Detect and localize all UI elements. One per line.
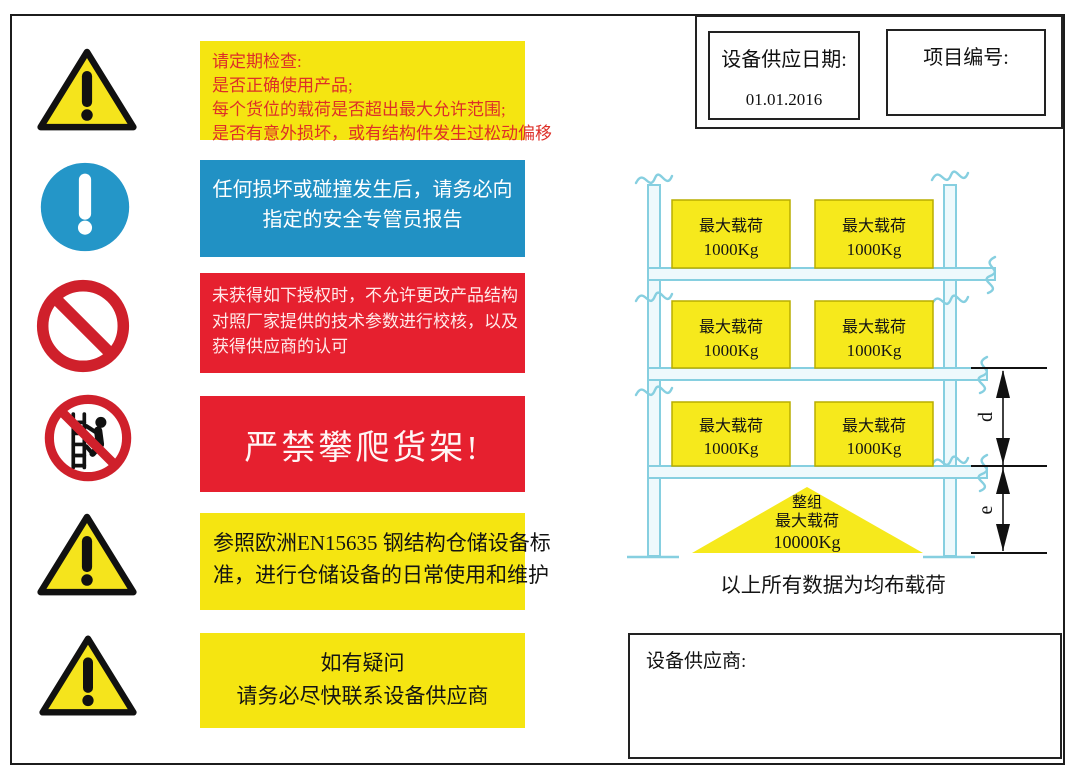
contact-notice: 如有疑问 请务必尽快联系设备供应商 [200, 633, 525, 728]
total-load-text: 最大载荷 [775, 512, 839, 530]
notice-line: 对照厂家提供的技术参数进行校核，以及 [212, 311, 518, 331]
warning-triangle-icon-2 [36, 509, 138, 601]
no-modify-notice: 未获得如下授权时，不允许更改产品结构 对照厂家提供的技术参数进行校核，以及 获得… [200, 273, 525, 373]
project-no-label: 项目编号: [923, 47, 1009, 69]
notice-line: 请务必尽快联系设备供应商 [236, 683, 489, 708]
bay-load-text: 最大载荷 [699, 417, 763, 435]
bay-load-text: 最大载荷 [699, 217, 763, 235]
bay-load-value: 1000Kg [704, 341, 759, 360]
supplier-box: 设备供应商: [628, 633, 1062, 759]
no-climb-text: 严禁攀爬货架! [244, 429, 481, 467]
notice-line: 请定期检查: [212, 52, 302, 71]
notice-line: 未获得如下授权时，不允许更改产品结构 [212, 286, 518, 305]
bay-load-value: 1000Kg [704, 240, 759, 259]
break-symbols [634, 170, 997, 493]
bay-load-text: 最大载荷 [842, 318, 906, 336]
rack-beam-top [647, 267, 996, 281]
bay-load-box [814, 199, 934, 269]
notice-line: 参照欧洲EN15635 钢结构仓储设备标 [213, 531, 551, 555]
rack-beam-bottom [647, 465, 988, 479]
supply-date-box: 设备供应日期: 01.01.2016 [708, 31, 860, 120]
notice-line: 是否有意外损坏，或有结构件发生过松动偏移 [212, 124, 552, 144]
bay-load-box [814, 300, 934, 369]
supply-date-value: 01.01.2016 [745, 90, 823, 109]
no-climb-notice: 严禁攀爬货架! [200, 396, 525, 492]
bay-load-text: 最大载荷 [699, 318, 763, 336]
bay-load-box [671, 300, 791, 369]
no-climbing-icon [42, 392, 134, 484]
supply-date-label: 设备供应日期: [721, 49, 847, 71]
rack-load-diagram: 最大载荷 1000Kg 最大载荷 1000Kg 最大载荷 1000Kg 最大载荷… [615, 155, 1070, 615]
mandatory-report-icon [38, 160, 132, 254]
total-load-triangle: 整组 最大载荷 10000Kg [692, 487, 923, 553]
dimension-label-d: d [975, 412, 997, 422]
warning-triangle-icon-3 [38, 630, 138, 722]
bay-load-value: 1000Kg [847, 240, 902, 259]
bay-load-value: 1000Kg [704, 439, 759, 458]
total-load-text: 整组 [792, 494, 822, 511]
notice-line: 准，进行仓储设备的日常使用和维护 [213, 562, 549, 587]
report-notice: 任何损坏或碰撞发生后，请务必向 指定的安全专管员报告 [200, 160, 525, 257]
project-no-box: 项目编号: [886, 29, 1046, 116]
notice-line: 如有疑问 [320, 651, 405, 675]
bay-load-box [814, 401, 934, 467]
inspect-notice: 请定期检查: 是否正确使用产品; 每个货位的载荷是否超出最大允许范围; 是否有意… [200, 41, 552, 143]
rack-caption: 以上所有数据为均布载荷 [720, 574, 946, 597]
dimension-arrows [996, 370, 1010, 551]
warning-triangle-icon [36, 44, 138, 136]
notice-line: 是否正确使用产品; [212, 76, 353, 96]
standard-notice: 参照欧洲EN15635 钢结构仓储设备标 准，进行仓储设备的日常使用和维护 [200, 513, 551, 610]
total-load-value: 10000Kg [774, 532, 841, 552]
bay-load-labels: 最大载荷 1000Kg 最大载荷 1000Kg 最大载荷 1000Kg 最大载荷… [671, 199, 934, 467]
supplier-label: 设备供应商: [646, 651, 747, 672]
prohibition-icon [35, 278, 131, 374]
dimension-label-e: e [975, 505, 997, 514]
notice-line: 任何损坏或碰撞发生后，请务必向 [212, 179, 513, 201]
bay-load-box [671, 401, 791, 467]
notice-line: 每个货位的载荷是否超出最大允许范围; [212, 100, 506, 120]
bay-load-text: 最大载荷 [842, 417, 906, 435]
bay-load-value: 1000Kg [847, 341, 902, 360]
notice-line: 指定的安全专管员报告 [262, 209, 463, 231]
bay-load-box [671, 199, 791, 269]
bay-load-value: 1000Kg [847, 439, 902, 458]
bay-load-text: 最大载荷 [842, 217, 906, 235]
rack-beam-middle [647, 367, 988, 381]
notice-line: 获得供应商的认可 [212, 337, 348, 356]
